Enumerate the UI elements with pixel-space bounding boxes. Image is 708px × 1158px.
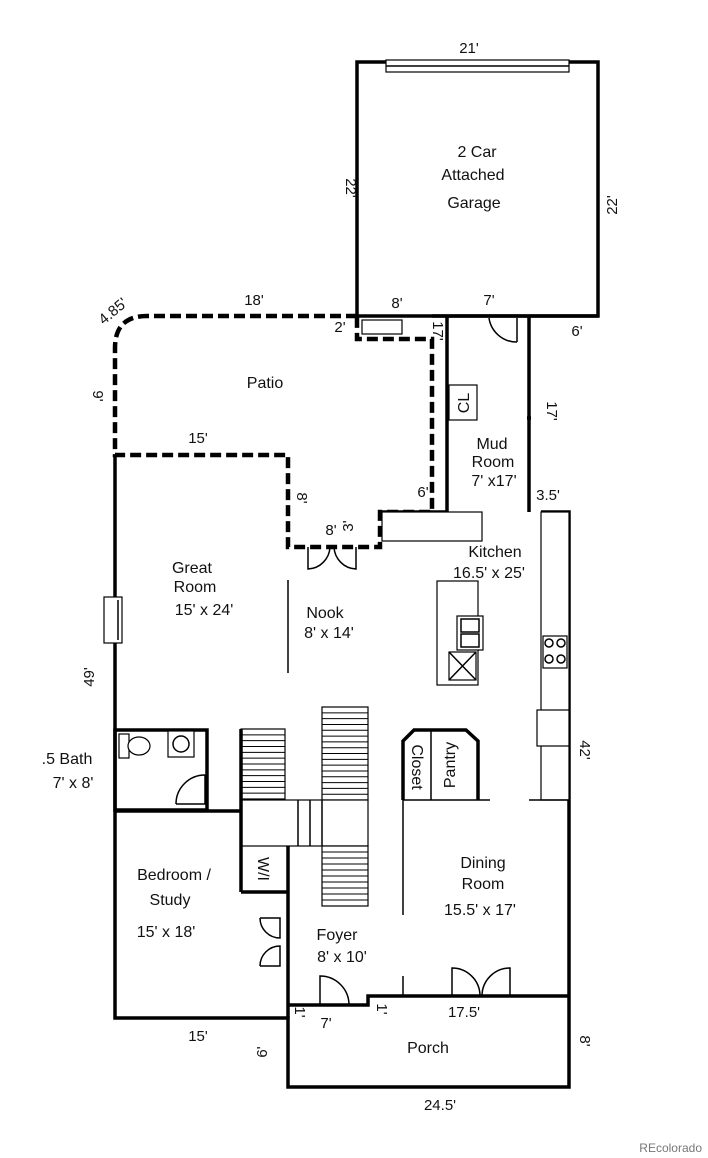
dining-label-1: Dining [460, 855, 505, 872]
bedroom-closet-door-1 [259, 917, 281, 939]
dim-porch-17-5: 17.5' [448, 1004, 480, 1021]
dishwasher-x2 [448, 651, 477, 681]
foyer-size: 8' x 10' [317, 949, 367, 966]
dim-left-49: 49' [81, 667, 98, 687]
burner-4 [556, 654, 566, 664]
porch-label: Porch [407, 1040, 449, 1057]
pantry-label: Pantry [442, 742, 459, 788]
burner-3 [544, 654, 554, 664]
mud-room-size: 7' x17' [471, 473, 516, 490]
refrigerator [536, 709, 570, 747]
dim-mud-17: 17' [543, 401, 560, 421]
bedroom-label-1: Bedroom / [137, 867, 211, 884]
bath-sink [172, 735, 190, 753]
house-walls [113, 314, 598, 1089]
nook-size: 8' x 14' [304, 625, 354, 642]
cl-label: CL [456, 393, 473, 414]
dim-garage-top: 21' [459, 40, 479, 57]
bath-door-swing [175, 774, 206, 805]
patio [112, 313, 435, 550]
closet-pantry-outline [401, 728, 480, 800]
half-bath-label: .5 Bath [42, 751, 93, 768]
dim-garage-step-6: 6' [571, 323, 582, 340]
dim-porch-bottom: 24.5' [424, 1097, 456, 1114]
great-room-label-2: Room [174, 579, 217, 596]
mud-room-label-2: Room [472, 454, 515, 471]
dim-patio-left-9: 9' [89, 390, 106, 401]
nook-label: Nook [306, 605, 344, 622]
dim-small-2: 2' [334, 319, 345, 336]
bedroom-size: 15' x 18' [137, 924, 196, 941]
patio-step [361, 319, 403, 335]
credit-watermark: REcolorado [639, 1141, 702, 1155]
stairs [240, 706, 369, 907]
dim-mud-3-5: 3.5' [536, 487, 560, 504]
foyer-label: Foyer [317, 927, 359, 944]
foyer-doors [319, 967, 511, 1006]
great-room [103, 546, 357, 673]
dim-garage-left: 22' [342, 178, 359, 198]
dim-patio-15: 15' [188, 430, 208, 447]
bedroom [115, 729, 290, 1018]
sink-basin-2 [460, 633, 480, 648]
closet-pantry [401, 728, 490, 996]
half-bath [113, 728, 209, 812]
patio-outline [112, 313, 435, 550]
closet-label: Closet [408, 744, 425, 790]
garage-outline [355, 60, 600, 318]
dim-foyer-7: 7' [320, 1015, 331, 1032]
patio-door-left [307, 546, 331, 570]
dim-porch-left-6: 6' [254, 1046, 271, 1057]
dim-foyer-1-left: 1' [291, 1006, 308, 1017]
kitchen-upper-counter [381, 511, 483, 542]
garage-label-2: Attached [441, 167, 504, 184]
burner-1 [544, 638, 554, 648]
dining-size: 15.5' x 17' [444, 902, 516, 919]
dining-door-right [481, 967, 511, 997]
patio-label: Patio [247, 375, 284, 392]
dim-garage-bottom-7: 7' [483, 292, 494, 309]
kitchen-size: 16.5' x 25' [453, 565, 525, 582]
dim-garage-bottom-8: 8' [391, 295, 402, 312]
dim-bottom-15: 15' [188, 1028, 208, 1045]
sink-basin-1 [460, 618, 480, 633]
burner-2 [556, 638, 566, 648]
dim-patio-top: 18' [244, 292, 264, 309]
dim-patio-6: 6' [417, 484, 428, 501]
stairs-landing [240, 799, 369, 847]
dining-door-left [451, 967, 481, 997]
bedroom-closet-door-2 [259, 945, 281, 967]
front-door-swing [319, 975, 350, 1006]
bath-vanity [167, 730, 195, 758]
walk-in-label: W/I [254, 857, 271, 881]
garage-label-3: Garage [447, 195, 500, 212]
mud-room-label-1: Mud [476, 436, 507, 453]
dining-label-2: Room [462, 876, 505, 893]
garage-door-swing [488, 317, 518, 343]
toilet-bowl [127, 736, 151, 756]
dim-small-17: 17' [429, 321, 446, 341]
dim-patio-8-bottom: 8' [325, 522, 336, 539]
half-bath-size: 7' x 8' [53, 775, 94, 792]
kitchen [436, 511, 570, 801]
dim-patio-3: 3' [340, 520, 357, 531]
kitchen-label: Kitchen [468, 544, 521, 561]
great-room-label-1: Great [172, 560, 213, 577]
dim-porch-right-8: 8' [576, 1035, 593, 1046]
fireplace [103, 596, 123, 644]
patio-door-right [333, 546, 357, 570]
dim-right-42: 42' [576, 740, 593, 760]
porch-top-wall [288, 994, 569, 1007]
dim-garage-right: 22' [604, 195, 621, 215]
room-labels: 2 Car Attached Garage Patio Mud Room 7' … [42, 144, 525, 1057]
great-room-size: 15' x 24' [175, 602, 234, 619]
garage-label-1: 2 Car [457, 144, 497, 161]
dim-foyer-1-right: 1' [373, 1003, 390, 1014]
bedroom-label-2: Study [150, 892, 191, 909]
dim-patio-8-vertical: 8' [293, 492, 310, 503]
cl-closet [448, 384, 478, 421]
